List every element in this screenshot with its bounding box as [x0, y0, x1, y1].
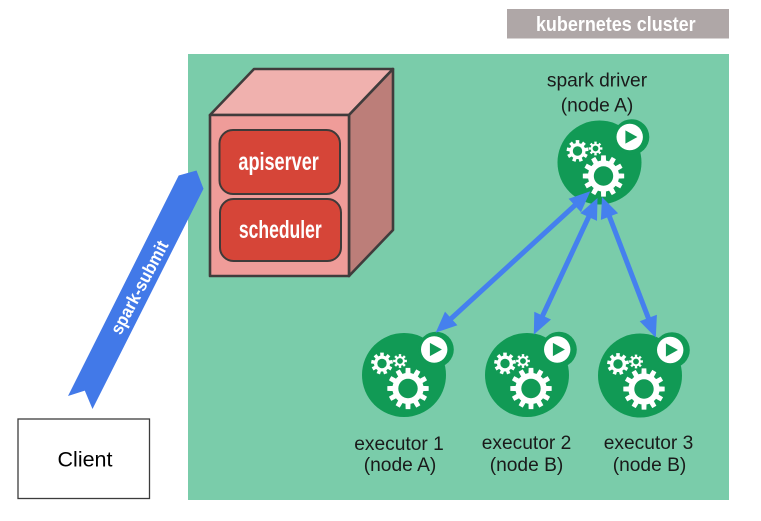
svg-text:apiserver: apiserver — [238, 148, 319, 176]
svg-text:(node B): (node B) — [613, 455, 687, 476]
svg-text:spark driver: spark driver — [547, 71, 648, 92]
svg-text:kubernetes cluster: kubernetes cluster — [536, 13, 696, 36]
svg-text:scheduler: scheduler — [239, 217, 322, 244]
svg-text:executor 1: executor 1 — [354, 434, 444, 455]
svg-text:(node B): (node B) — [490, 455, 564, 476]
svg-text:(node A): (node A) — [364, 455, 437, 476]
svg-text:executor 3: executor 3 — [604, 433, 694, 454]
svg-text:Client: Client — [58, 448, 113, 472]
svg-text:(node A): (node A) — [561, 96, 634, 117]
svg-text:executor 2: executor 2 — [482, 433, 572, 454]
svg-text:spark-submit: spark-submit — [106, 237, 172, 337]
